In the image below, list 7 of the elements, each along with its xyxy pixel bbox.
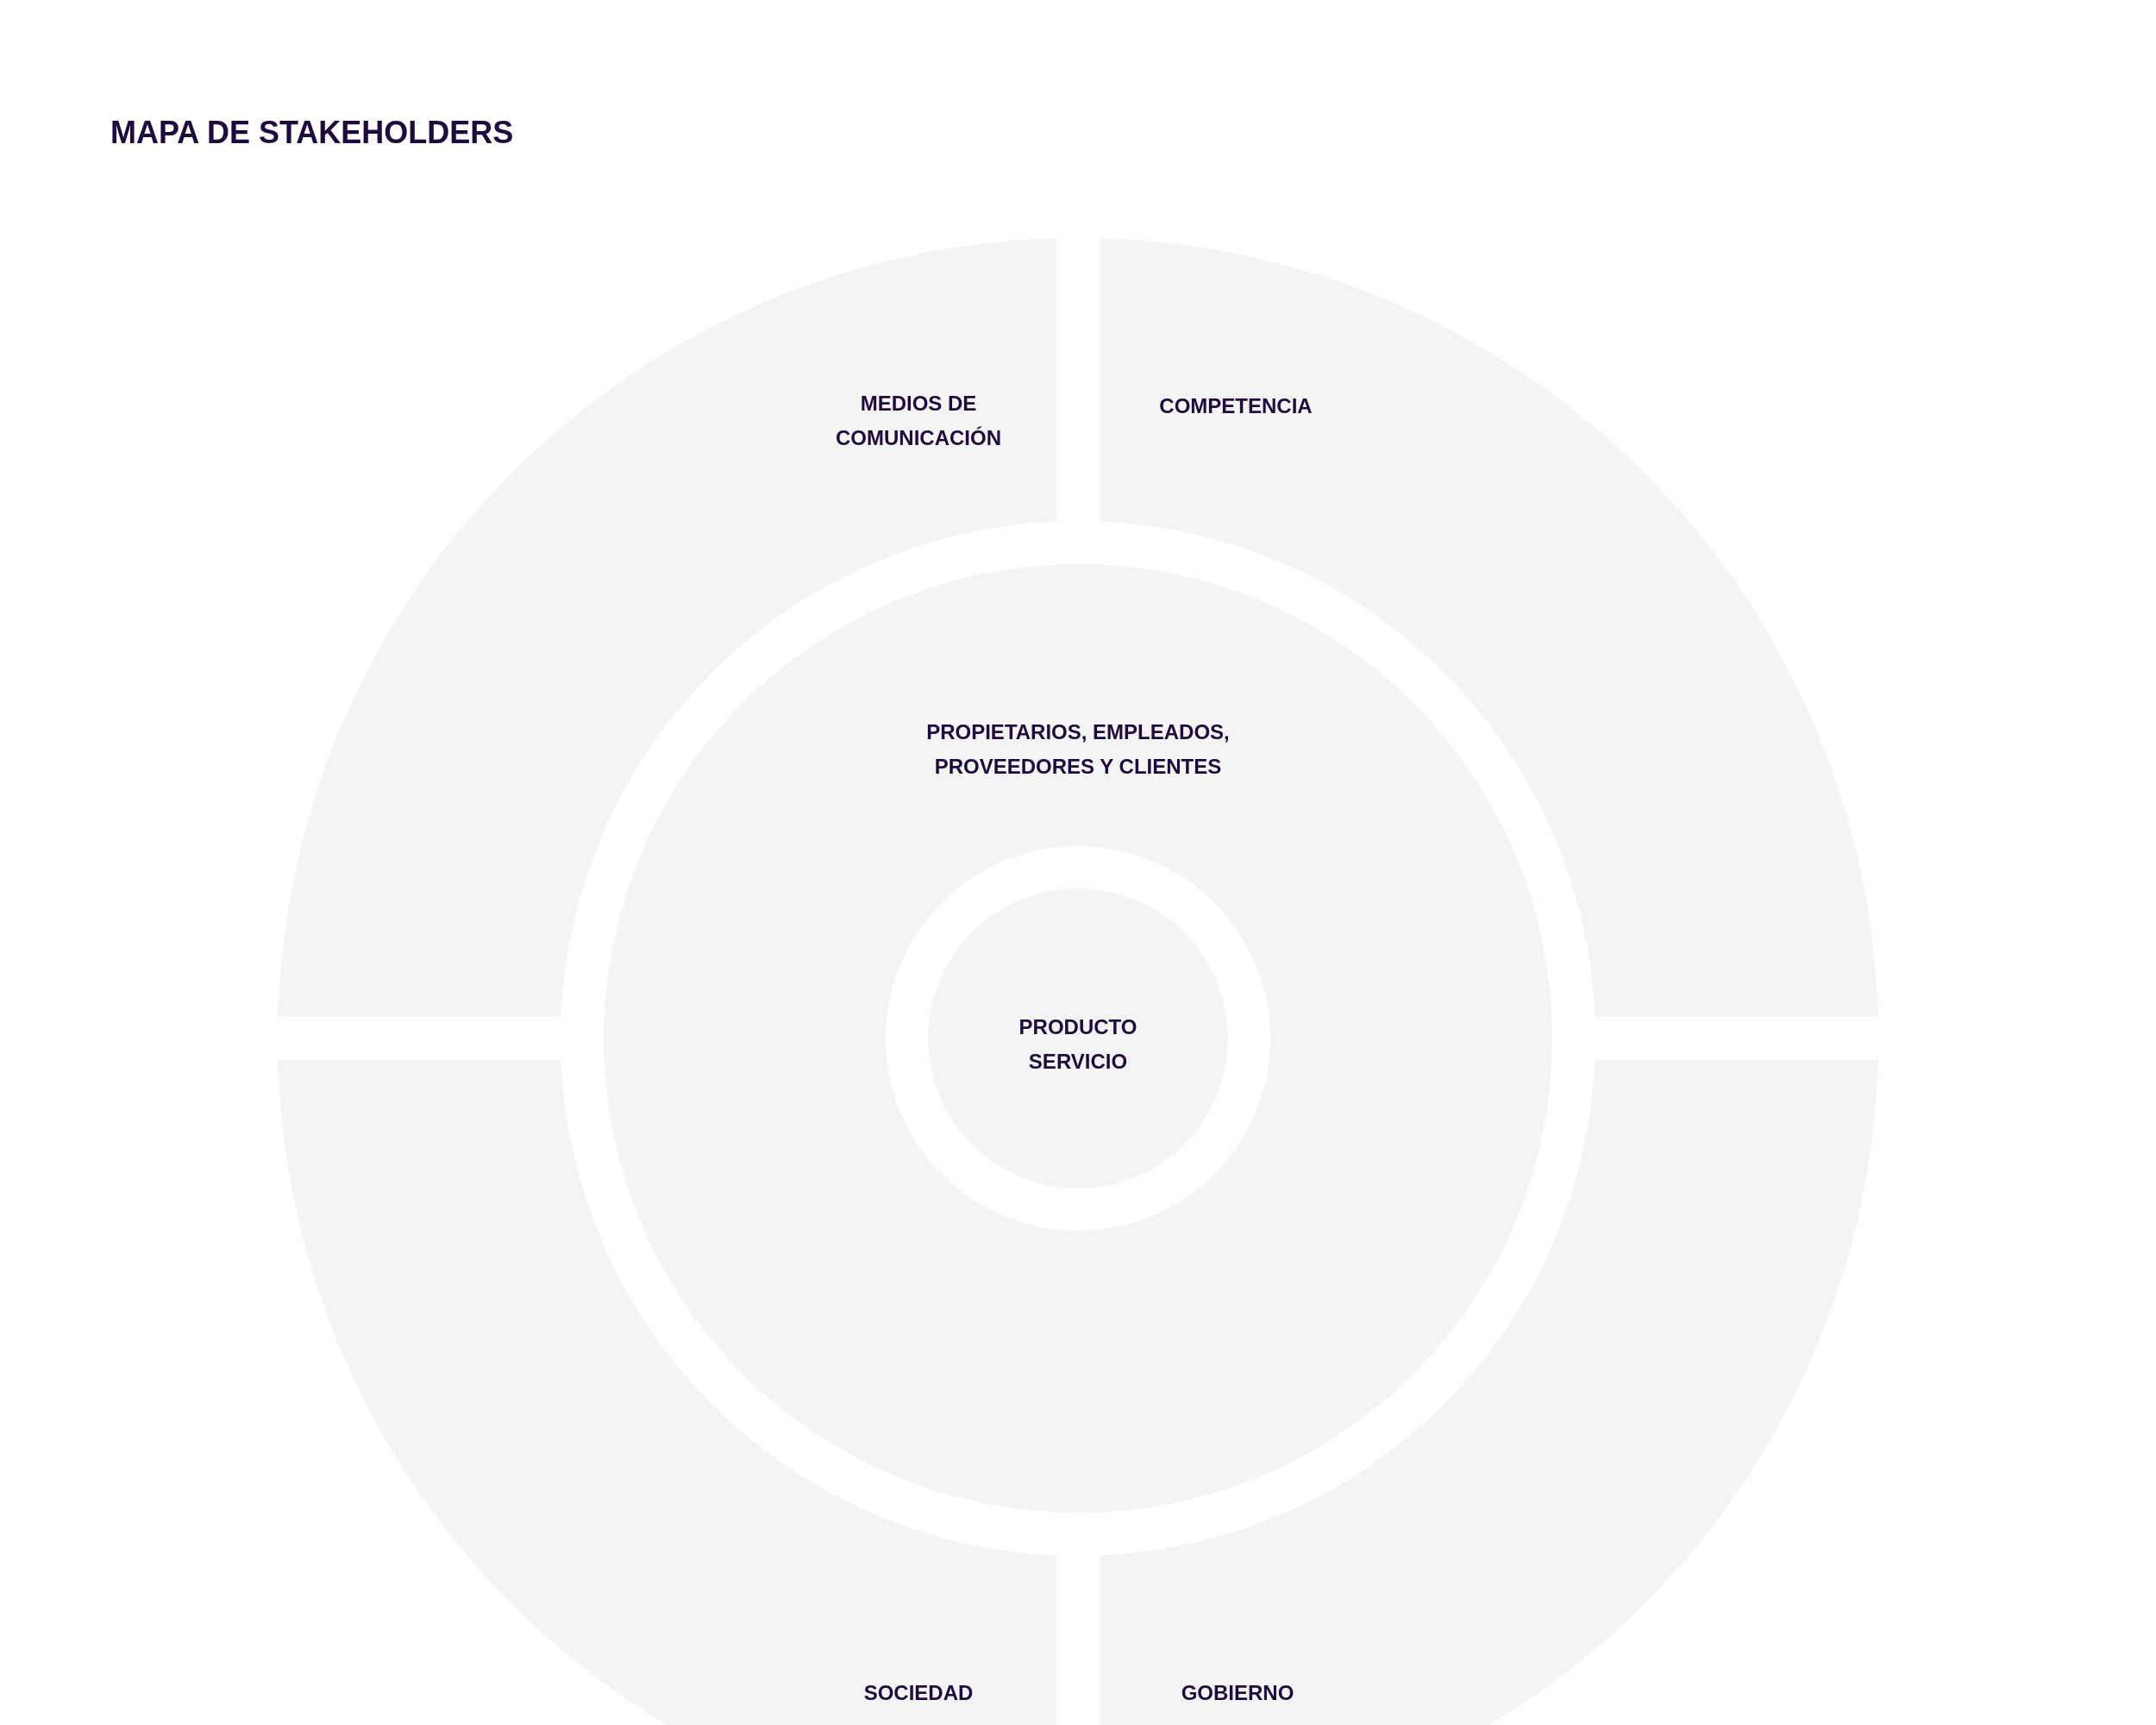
stakeholder-label: SOCIEDAD: [862, 1680, 975, 1707]
stakeholder-label: MEDIOS DE COMUNICACIÓN: [835, 391, 1002, 451]
stakeholder-label: COMPETENCIA: [1158, 393, 1313, 420]
diagram-title: MAPA DE STAKEHOLDERS: [110, 115, 514, 151]
stakeholder-label: PROPIETARIOS, EMPLEADOS, PROVEEDORES Y CLIENTES: [925, 719, 1231, 780]
stakeholder-label: PRODUCTO SERVICIO: [1018, 1014, 1138, 1075]
stakeholder-label: GOBIERNO: [1180, 1680, 1295, 1707]
